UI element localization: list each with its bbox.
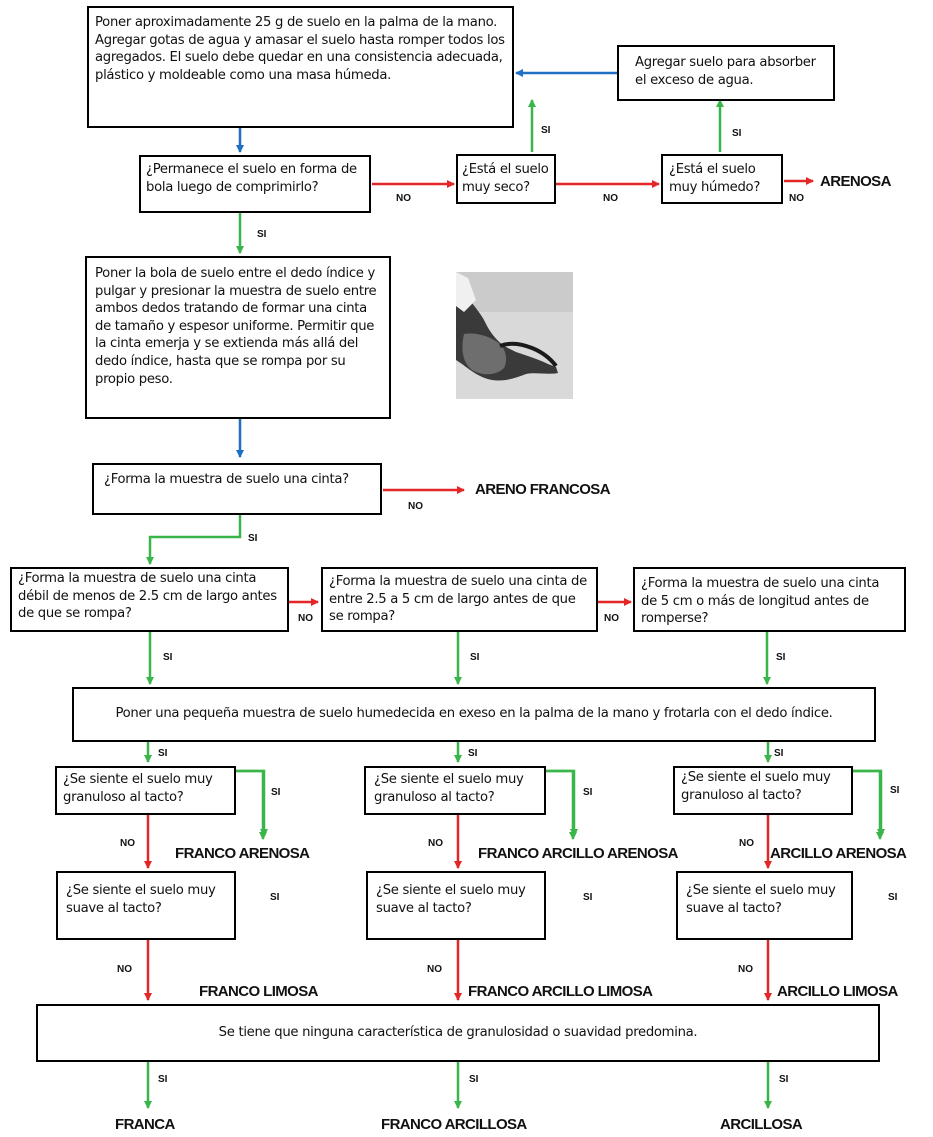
result-franco-limosa: FRANCO LIMOSA [199,983,318,1000]
arrow-gritty1-si [236,769,268,837]
label-si-mid: SI [470,652,480,663]
gritty-question-box-2: ¿Se siente el suelo muy granuloso al tac… [364,766,546,815]
result-arcillosa: ARCILLOSA [720,1116,803,1133]
weak-ribbon-question-box: ¿Forma la muestra de suelo una cinta déb… [10,567,289,632]
rub-instruction-box: Poner una pequeña muestra de suelo humed… [72,687,876,742]
label-no-gritty-3: NO [739,838,754,849]
mid-ribbon-question-box: ¿Forma la muestra de suelo una cinta de … [321,567,598,632]
result-arcillo-limosa: ARCILLO LIMOSA [777,983,898,1000]
label-no-wet: NO [789,193,804,204]
label-no-forms: NO [408,501,423,512]
label-si-long: SI [776,652,786,663]
ribbon-instructions-box: Poner la bola de suelo entre el dedo índ… [85,256,391,419]
arrow-smooth2-si-line [546,769,577,840]
result-arcillo-arenosa: ARCILLO ARENOSA [770,845,907,862]
arrow-gritty2-si [546,769,578,837]
label-no-smooth-3: NO [738,964,753,975]
label-no-weak: NO [298,613,313,624]
label-no-smooth-1: NO [117,964,132,975]
arrow-smooth3-si-line [853,769,884,840]
result-franco-arcillo-arenosa: FRANCO ARCILLO ARENOSA [478,845,678,862]
long-ribbon-question-box: ¿Forma la muestra de suelo una cinta de … [633,567,906,632]
neither-box: Se tiene que ninguna característica de g… [36,1004,880,1062]
arrow-smooth1-si-line [236,769,267,840]
label-si-gritty-3: SI [890,785,900,796]
label-no-mid: NO [604,613,619,624]
result-franco-arcillo-limosa: FRANCO ARCILLO LIMOSA [468,983,653,1000]
intro-box: Poner aproximadamente 25 g de suelo en l… [87,6,514,128]
label-si-final-3: SI [779,1074,789,1085]
label-si-final-1: SI [158,1074,168,1085]
hand-ribbon-photo [456,272,573,399]
label-si-wet: SI [732,128,742,139]
label-si-rub-2: SI [468,748,478,759]
label-si-smooth-3: SI [888,892,898,903]
gritty-question-box-1: ¿Se siente el suelo muy granuloso al tac… [55,766,236,815]
result-franco-arenosa: FRANCO ARENOSA [175,845,310,862]
label-si-final-2: SI [469,1074,479,1085]
label-no-gritty-2: NO [428,838,443,849]
label-si-forms: SI [248,533,258,544]
result-areno-francosa: ARENO FRANCOSA [475,481,611,498]
label-si-gritty-2: SI [583,787,593,798]
label-si-rub-1: SI [158,748,168,759]
label-si-weak: SI [163,652,173,663]
add-soil-box: Agregar suelo para absorber el exceso de… [617,45,835,101]
forms-ribbon-question-box: ¿Forma la muestra de suelo una cinta? [92,463,382,515]
label-si-rub-3: SI [774,748,784,759]
arrow-gritty3-si [853,769,885,837]
label-no-ball: NO [396,193,411,204]
result-franca: FRANCA [115,1116,175,1133]
smooth-question-box-1: ¿Se siente el suelo muy suave al tacto? [56,871,236,940]
label-no-dry: NO [603,193,618,204]
too-dry-question-box: ¿Está el suelo muy seco? [456,154,556,204]
arrow-forms-si [146,515,242,565]
label-si-gritty-1: SI [271,787,281,798]
ball-question-box: ¿Permanece el suelo en forma de bola lue… [139,155,371,213]
result-franco-arcillosa: FRANCO ARCILLOSA [381,1116,527,1133]
smooth-question-box-2: ¿Se siente el suelo muy suave al tacto? [366,871,546,940]
gritty-question-box-3: ¿Se siente el suelo muy granuloso al tac… [673,766,853,815]
label-si-smooth-1: SI [270,892,280,903]
result-arenosa: ARENOSA [820,173,891,190]
too-wet-question-box: ¿Está el suelo muy húmedo? [661,154,783,204]
label-si-ball: SI [257,229,267,240]
label-no-smooth-2: NO [427,964,442,975]
label-no-gritty-1: NO [120,838,135,849]
label-si-smooth-2: SI [583,892,593,903]
smooth-question-box-3: ¿Se siente el suelo muy suave al tacto? [676,871,853,940]
label-si-dry: SI [541,125,551,136]
